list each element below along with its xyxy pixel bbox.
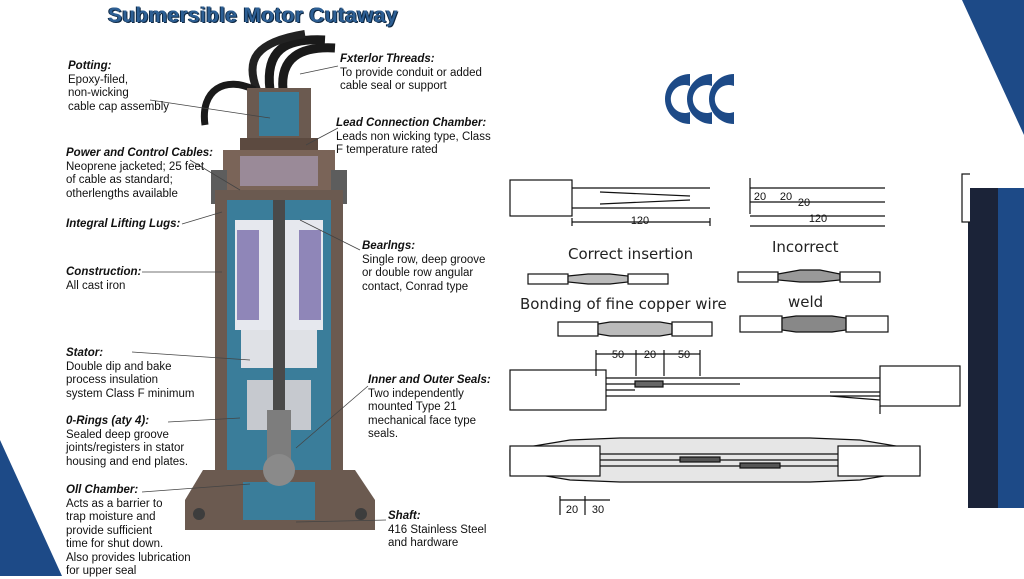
- label-oil-chamber: Oll Chamber: Acts as a barrier to trap m…: [66, 484, 191, 579]
- label-stator: Stator: Double dip and bake process insu…: [66, 347, 194, 401]
- label-oil-chamber-heading: Oll Chamber:: [66, 484, 139, 496]
- dim-50a: 50: [612, 349, 624, 361]
- label-lead-chamber-desc: Leads non wicking type, Class F temperat…: [336, 130, 491, 157]
- brand-logo-icon: [665, 74, 734, 124]
- motor-cutaway-illustration: [185, 30, 375, 530]
- splice-diagram: 120 20 20 20 120 50 20 50 20 30: [509, 173, 970, 515]
- label-shaft-desc: 416 Stainless Steel and hardware: [388, 523, 487, 550]
- label-seals: Inner and Outer Seals: Two independently…: [368, 374, 491, 442]
- label-lead-chamber: Lead Connection Chamber: Leads non wicki…: [336, 117, 491, 158]
- dim-20d: 20: [644, 349, 656, 361]
- dim-120a: 120: [631, 215, 649, 227]
- label-orings: 0-Rings (aty 4): Sealed deep groove join…: [66, 415, 188, 469]
- label-stator-heading: Stator:: [66, 347, 104, 359]
- label-seals-heading: Inner and Outer Seals:: [368, 374, 491, 386]
- page-title: Submersible Motor Cutaway: [108, 4, 398, 27]
- label-shaft: Shaft: 416 Stainless Steel and hardware: [388, 510, 486, 551]
- label-power-cables-heading: Power and Control Cables:: [66, 147, 213, 159]
- caption-correct-insertion: Correct insertion: [568, 245, 694, 263]
- label-construction-heading: Construction:: [66, 266, 142, 278]
- label-shaft-heading: Shaft:: [388, 510, 421, 522]
- dim-50b: 50: [678, 349, 690, 361]
- label-power-cables: Power and Control Cables: Neoprene jacke…: [66, 147, 213, 201]
- label-bearings-desc: Single row, deep groove or double row an…: [362, 253, 486, 293]
- label-lifting-lugs-heading: Integral Lifting Lugs:: [66, 218, 181, 230]
- caption-weld: weld: [788, 293, 824, 311]
- label-exterior-threads: Fxterlor Threads: To provide conduit or …: [340, 53, 482, 94]
- label-stator-desc: Double dip and bake process insulation s…: [66, 360, 195, 400]
- label-bearings: Bearlngs: Single row, deep groove or dou…: [362, 240, 485, 294]
- label-oil-chamber-desc: Acts as a barrier to trap moisture and p…: [66, 497, 191, 578]
- label-exterior-threads-heading: Fxterlor Threads:: [340, 53, 435, 65]
- label-power-cables-desc: Neoprene jacketed; 25 feet of cable as s…: [66, 160, 205, 200]
- dim-20c: 20: [798, 197, 810, 209]
- label-orings-heading: 0-Rings (aty 4):: [66, 415, 150, 427]
- label-bearings-heading: Bearlngs:: [362, 240, 416, 252]
- label-lifting-lugs: Integral Lifting Lugs:: [66, 218, 180, 232]
- label-potting-heading: Potting:: [68, 60, 112, 72]
- label-potting: Potting: Epoxy-filed, non-wicking cable …: [68, 60, 169, 114]
- dim-bottom-20: 20: [566, 504, 578, 515]
- label-seals-desc: Two independently mounted Type 21 mechan…: [368, 387, 477, 441]
- label-lead-chamber-heading: Lead Connection Chamber:: [336, 117, 487, 129]
- label-potting-desc: Epoxy-filed, non-wicking cable cap assem…: [68, 73, 169, 113]
- dim-20b: 20: [780, 191, 792, 203]
- label-orings-desc: Sealed deep groove joints/registers in s…: [66, 428, 189, 468]
- label-construction-desc: All cast iron: [66, 279, 126, 292]
- dim-20a: 20: [754, 191, 766, 203]
- dim-120b: 120: [809, 213, 827, 225]
- dim-bottom-30: 30: [592, 504, 604, 515]
- caption-bonding: Bonding of fine copper wire: [520, 295, 727, 313]
- label-exterior-threads-desc: To provide conduit or added cable seal o…: [340, 66, 482, 93]
- label-construction: Construction: All cast iron: [66, 266, 141, 293]
- caption-incorrect: Incorrect: [772, 238, 839, 256]
